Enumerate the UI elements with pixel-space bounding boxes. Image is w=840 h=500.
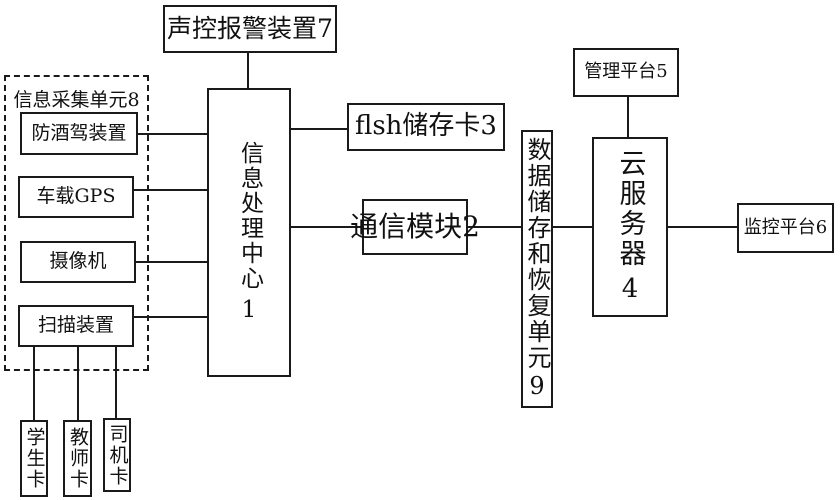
node-comm-module-label: 通信模块2 [350, 209, 480, 243]
connector-gps-processing [133, 189, 207, 191]
connector-scanner-processing [133, 316, 207, 318]
group-info-collection-unit: 信息采集单元8 [4, 75, 149, 371]
connector-processing-flash [290, 128, 347, 130]
node-anti-drunk-device: 防酒驾装置 [20, 112, 138, 155]
node-monitoring-platform-label: 监控平台6 [743, 216, 828, 238]
node-anti-drunk-label: 防酒驾装置 [31, 121, 127, 144]
connector-scanner-driver [115, 347, 117, 419]
node-management-platform-label: 管理平台5 [584, 61, 668, 83]
node-flash-storage-label: flsh储存卡3 [355, 111, 497, 142]
connector-scanner-teacher [77, 347, 79, 421]
node-data-storage-label: 数据储存和恢复单元 [523, 137, 551, 372]
group-info-collection-label: 信息采集单元8 [13, 89, 140, 111]
node-scanner-label: 扫描装置 [37, 314, 114, 337]
node-scanner-device: 扫描装置 [18, 305, 134, 347]
node-monitoring-platform: 监控平台6 [737, 203, 834, 253]
connector-data-cloud [553, 226, 592, 228]
connector-scanner-student [33, 347, 35, 421]
node-student-card: 学生卡 [20, 420, 48, 497]
connector-camera-processing [135, 261, 207, 263]
node-vehicle-gps-label: 车载GPS [36, 185, 116, 208]
node-flash-storage-card: flsh储存卡3 [347, 103, 505, 151]
node-vehicle-gps: 车载GPS [18, 176, 134, 218]
node-voice-alarm-device: 声控报警装置7 [163, 5, 337, 53]
node-camera-label: 摄像机 [49, 250, 107, 273]
node-student-card-label: 学生卡 [23, 427, 46, 490]
node-camera: 摄像机 [20, 241, 136, 283]
connector-antidrunk-processing [137, 133, 207, 135]
connector-cloud-monitor [668, 226, 737, 228]
node-info-processing-label: 信息处理中心 [236, 141, 263, 292]
connector-mgmt-cloud [627, 97, 629, 137]
node-comm-module: 通信模块2 [350, 199, 480, 255]
node-info-processing-center: 信息处理中心 1 [207, 88, 291, 377]
connector-alarm-processing [247, 53, 249, 89]
node-driver-card-label: 司机卡 [106, 423, 129, 487]
node-cloud-server-number: 4 [621, 274, 639, 305]
node-driver-card: 司机卡 [103, 418, 131, 492]
node-cloud-server: 云服务器 4 [592, 137, 668, 317]
node-info-processing-number: 1 [241, 297, 257, 324]
node-cloud-server-label: 云服务器 [614, 149, 646, 270]
node-management-platform: 管理平台5 [573, 48, 679, 97]
node-voice-alarm-label: 声控报警装置7 [167, 13, 333, 43]
node-data-storage-number: 9 [529, 372, 545, 401]
node-teacher-card: 教师卡 [63, 420, 92, 497]
node-teacher-card-label: 教师卡 [67, 427, 89, 490]
node-data-storage-recovery-unit: 数据储存和恢复单元 9 [521, 130, 553, 408]
